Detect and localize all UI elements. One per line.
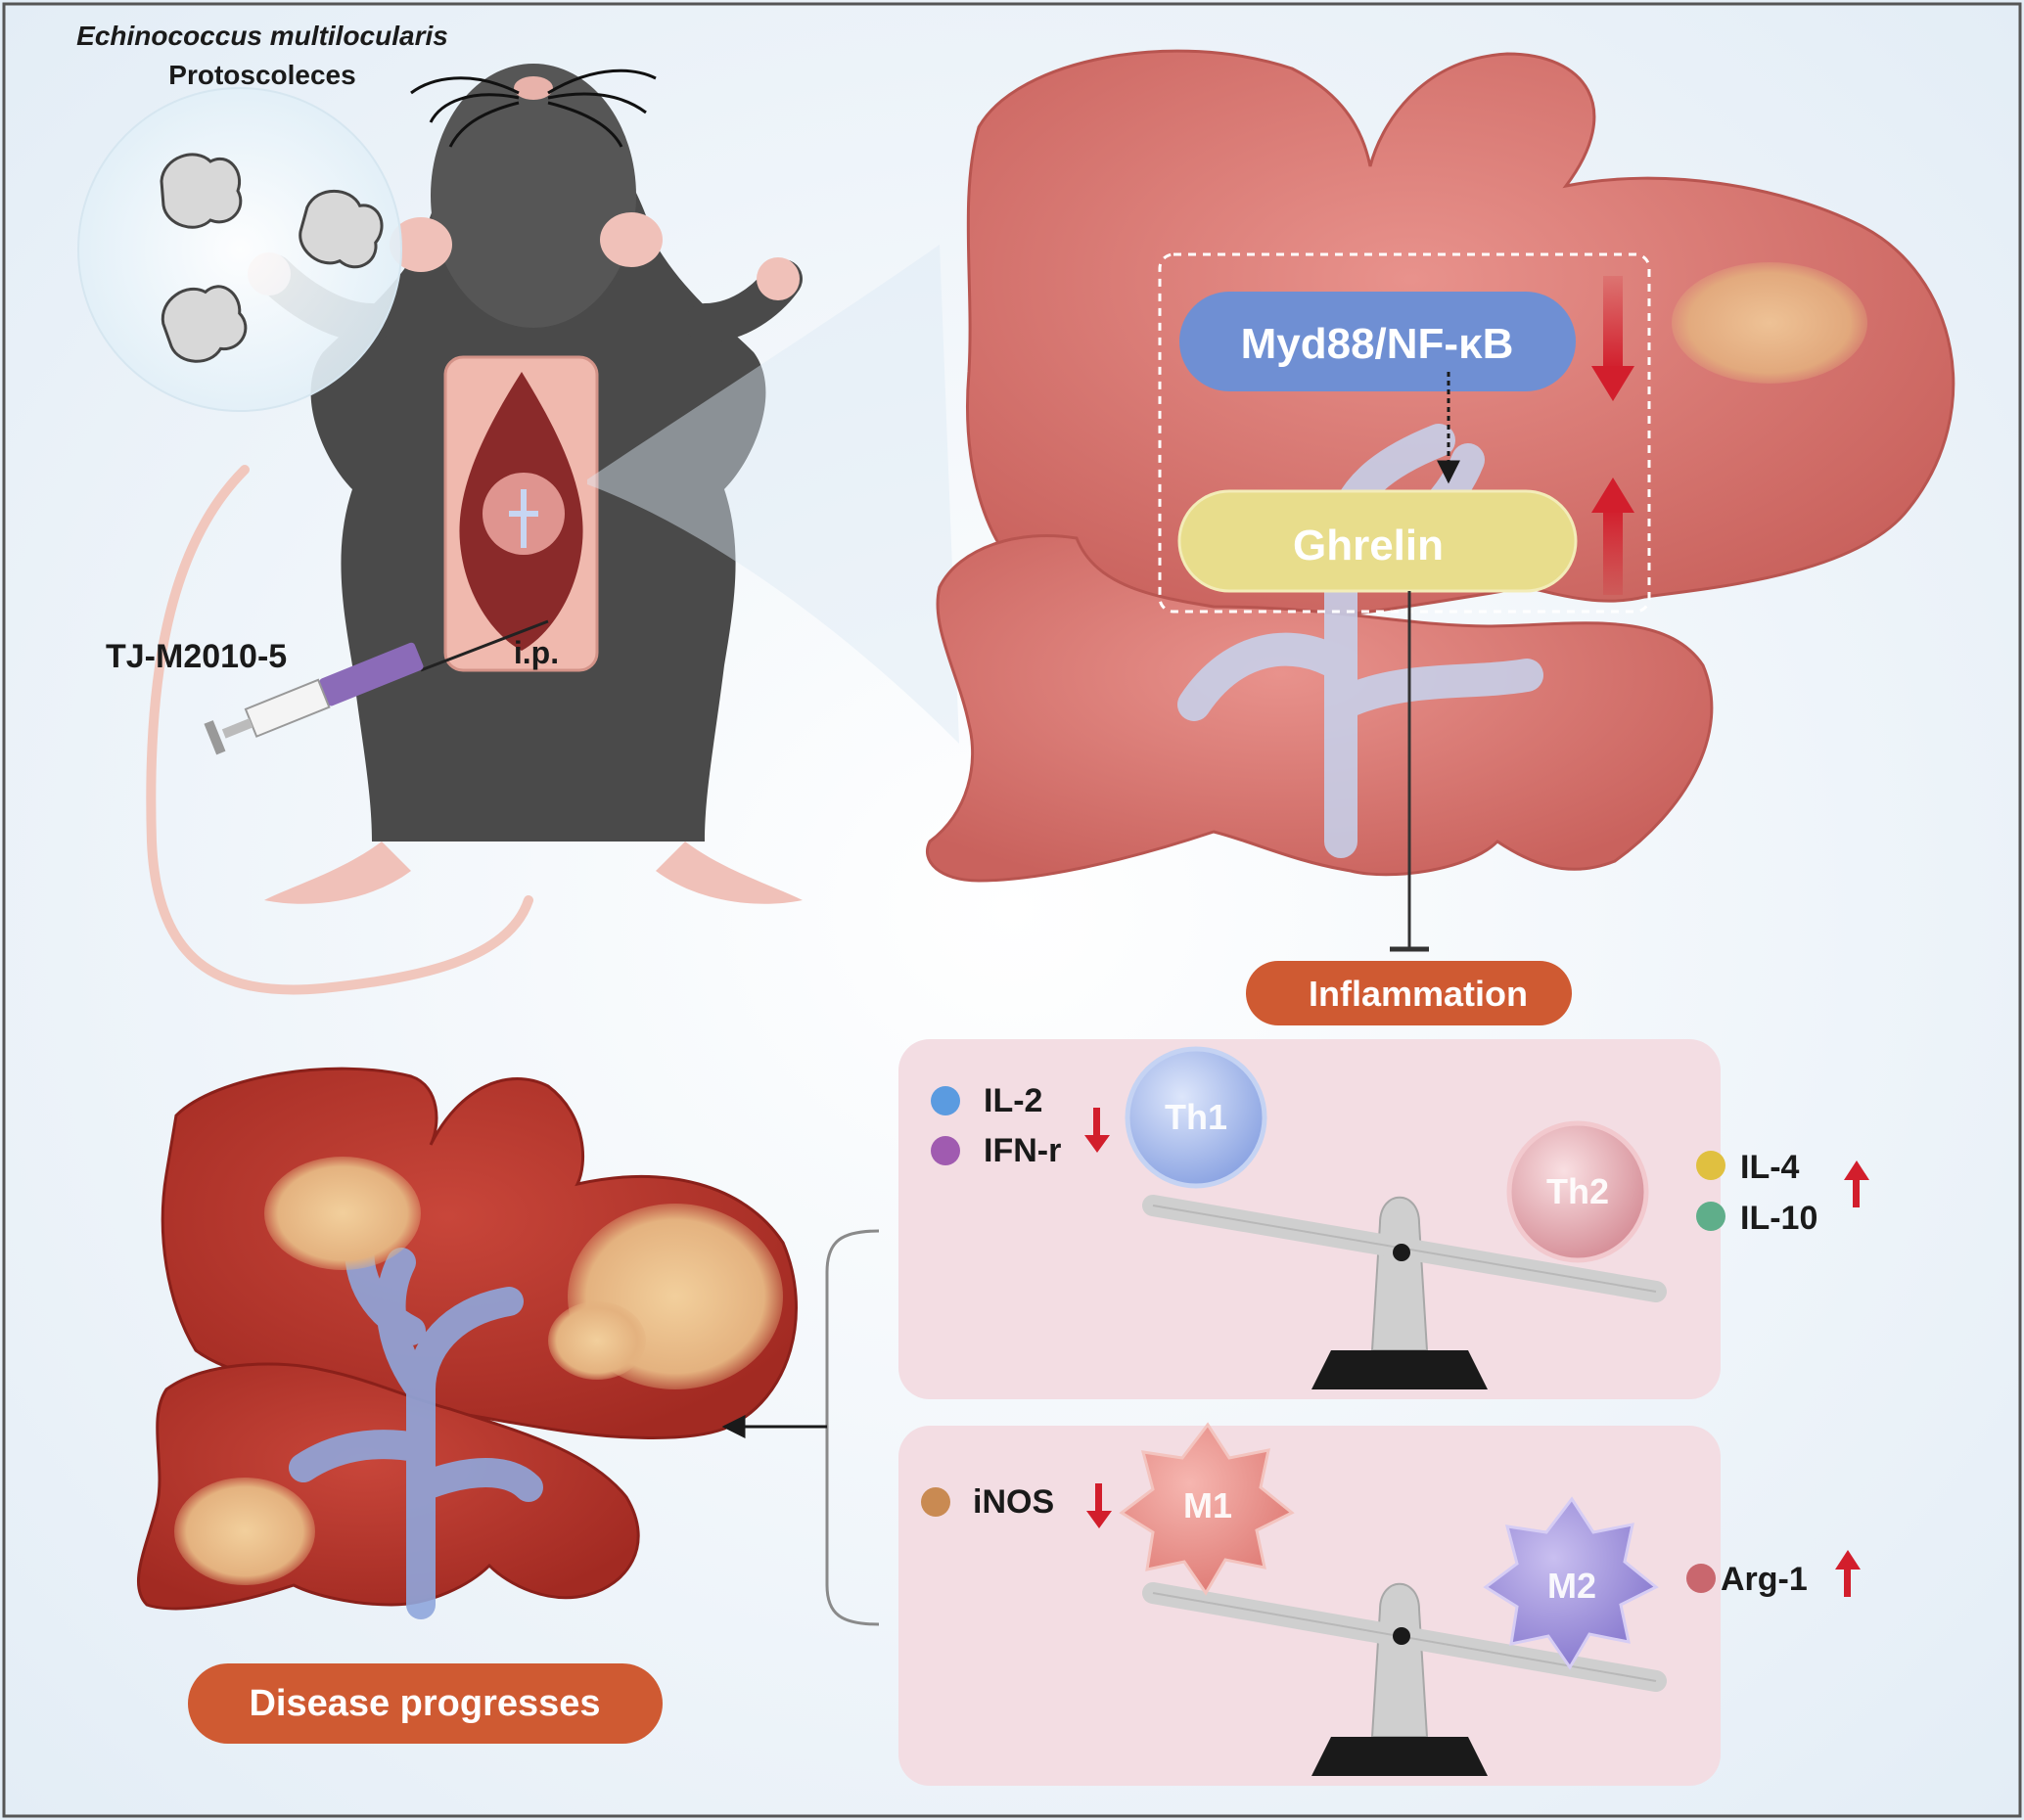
il4-dot xyxy=(1696,1151,1725,1180)
m2-label: M2 xyxy=(1547,1566,1596,1606)
zoom-cone xyxy=(587,245,959,744)
syringe-drug-barrel xyxy=(319,642,424,706)
inos-down-arrow xyxy=(1086,1483,1112,1528)
syringe-barrel xyxy=(244,678,331,738)
th1-cell xyxy=(1125,1046,1267,1189)
m1-cell xyxy=(1119,1422,1295,1596)
liver-treated-lower-lobe xyxy=(926,533,1714,883)
th-seesaw xyxy=(1142,1195,1667,1389)
mouse-head xyxy=(431,64,636,328)
myd88-label: Myd88/NF-κB xyxy=(1241,320,1514,368)
cyst-lesion-1 xyxy=(264,1157,421,1270)
arg1-dot xyxy=(1686,1564,1716,1593)
mouse-mini-vessel xyxy=(509,489,538,548)
il4-label: IL-4 xyxy=(1740,1149,1800,1186)
cyst-lesion-4 xyxy=(174,1478,315,1585)
myd88-down-arrow xyxy=(1591,276,1634,401)
il10-dot xyxy=(1696,1202,1725,1231)
m1-label: M1 xyxy=(1183,1485,1232,1525)
ghrelin-inhibits-inflammation xyxy=(1390,591,1429,952)
th2-label: Th2 xyxy=(1546,1171,1609,1211)
disease-progresses-pill: Disease progresses xyxy=(188,1663,663,1744)
syringe-thumb-rest xyxy=(204,720,226,755)
inflammation-pill: Inflammation xyxy=(1246,961,1572,1025)
th-balance-panel: Th1 Th2 IL-2 IFN-r IL-4 IL-10 xyxy=(898,1039,1869,1399)
ghrelin-pill: Ghrelin xyxy=(1177,489,1578,593)
ifn-dot xyxy=(931,1136,960,1165)
mouse-foot-left xyxy=(264,842,411,904)
th2-cell xyxy=(1506,1120,1649,1263)
inos-dot xyxy=(921,1487,950,1517)
organism-stage-label: Protoscoleces xyxy=(168,60,355,90)
route-label: i.p. xyxy=(514,635,559,670)
il10-label: IL-10 xyxy=(1740,1200,1817,1237)
ghrelin-label: Ghrelin xyxy=(1293,522,1444,569)
bracket xyxy=(825,1229,880,1626)
th2-cytokines-up-arrow xyxy=(1844,1160,1869,1207)
arg1-up-arrow xyxy=(1835,1550,1861,1597)
inos-label: iNOS xyxy=(973,1483,1054,1521)
mouse-paw-right xyxy=(757,257,800,300)
macrophage-seesaw xyxy=(1142,1582,1667,1776)
macrophage-balance-panel: M1 M2 iNOS Arg-1 xyxy=(898,1422,1861,1786)
arg1-label: Arg-1 xyxy=(1721,1561,1808,1598)
il2-label: IL-2 xyxy=(984,1082,1042,1119)
il2-dot xyxy=(931,1086,960,1115)
th1-label: Th1 xyxy=(1165,1097,1227,1137)
ghrelin-up-arrow xyxy=(1591,478,1634,595)
protoscoleces-bubble xyxy=(77,87,402,412)
protoscolex-1 xyxy=(160,153,243,229)
inflammation-label: Inflammation xyxy=(1309,974,1528,1014)
disease-progresses-label: Disease progresses xyxy=(249,1683,600,1724)
liver-treated-vessel xyxy=(1177,424,1543,858)
liver-diseased xyxy=(137,1067,798,1619)
ifn-label: IFN-r xyxy=(984,1132,1061,1169)
syringe xyxy=(204,619,549,755)
pathway-box xyxy=(1158,252,1651,614)
myd88-pill: Myd88/NF-κB xyxy=(1179,292,1576,391)
mouse-whiskers xyxy=(410,68,657,148)
mouse-ear-right xyxy=(600,212,663,267)
organism-species-label: Echinococcus multilocularis xyxy=(76,21,448,51)
mouse-nose xyxy=(514,76,553,100)
syringe-needle xyxy=(420,619,549,672)
protoscolex-3 xyxy=(161,285,248,363)
liver-diseased-vessel xyxy=(289,1218,543,1619)
mouse-foot-right xyxy=(656,842,803,904)
th1-cytokines-down-arrow xyxy=(1084,1108,1110,1153)
protoscolex-2 xyxy=(299,190,384,269)
syringe-plunger xyxy=(221,718,253,739)
cyst-lesion-3 xyxy=(548,1301,646,1380)
liver-treated-cyst xyxy=(1672,262,1867,384)
m2-cell xyxy=(1483,1496,1659,1670)
mouse-ear-left xyxy=(390,217,452,272)
mouse-tail xyxy=(146,465,533,995)
drug-label: TJ-M2010-5 xyxy=(106,638,287,675)
